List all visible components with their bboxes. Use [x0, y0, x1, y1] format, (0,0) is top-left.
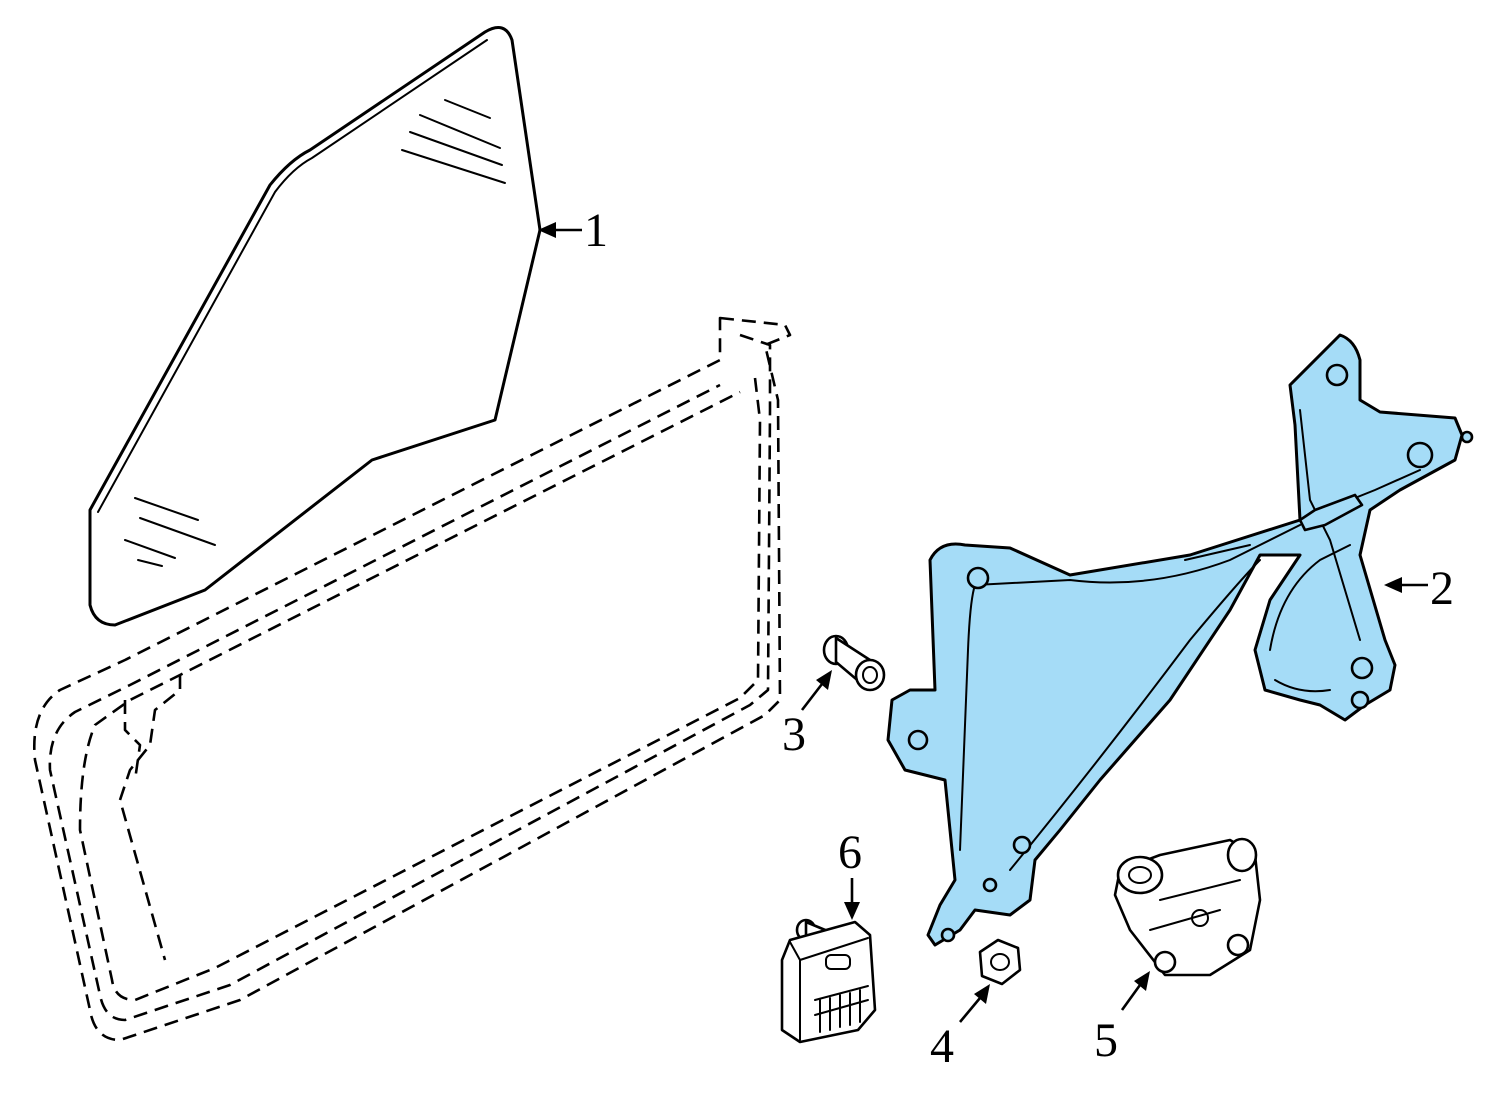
- callout-arrows: [538, 222, 1428, 1023]
- door-glass[interactable]: [88, 26, 542, 627]
- callout-2-label: 2: [1430, 562, 1454, 615]
- door-frame-outline: [33, 316, 792, 1042]
- window-motor[interactable]: [1113, 837, 1262, 977]
- callout-3-label: 3: [782, 708, 806, 761]
- callout-5-label: 5: [1094, 1014, 1118, 1067]
- window-regulator[interactable]: [886, 333, 1474, 947]
- callout-3-arrow: [800, 683, 824, 711]
- nut[interactable]: [978, 938, 1022, 986]
- bolt[interactable]: [822, 634, 886, 692]
- callout-4-label: 4: [930, 1020, 954, 1073]
- control-module[interactable]: [780, 918, 877, 1044]
- callout-6-label: 6: [838, 826, 862, 879]
- callout-labels: 1 2 3 4 5 6: [584, 204, 1454, 1073]
- callout-4-arrow: [959, 997, 981, 1023]
- callout-1-label: 1: [584, 204, 608, 257]
- callout-5-arrow: [1120, 984, 1142, 1011]
